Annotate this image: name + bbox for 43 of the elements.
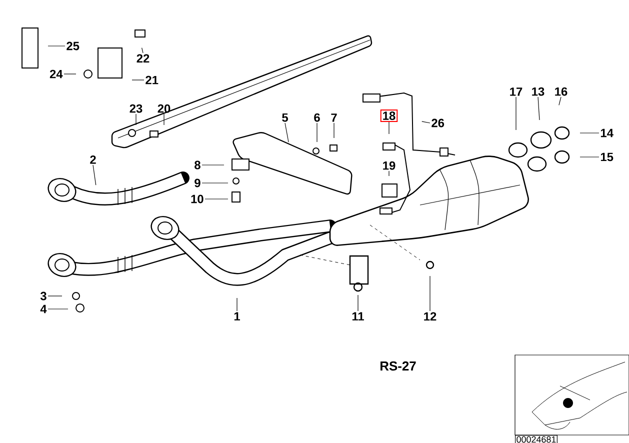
leader-line [202,182,228,184]
callout-number: 17 [510,88,522,96]
leader-line [538,96,540,120]
callout-number: 2 [90,155,96,164]
diagram-code: RS-27 [380,361,416,371]
leader-line [204,198,228,200]
leader-line [558,96,562,106]
leader-line [202,164,224,166]
callout-number: 9 [194,178,200,188]
callout-number: 1 [234,312,240,320]
callout-number: 26 [432,118,444,128]
leader-line [580,156,600,158]
callout-number: 25 [66,42,80,50]
leader-line [284,122,289,142]
leader-line [422,121,430,124]
leader-line [316,122,318,142]
callout-number: 4 [40,304,47,314]
callout-number: 10 [191,194,204,204]
callout-number: 21 [146,76,158,84]
leader-line [236,298,238,312]
leader-line [92,164,96,186]
callout-number: 5 [282,113,288,122]
callout-number: 8 [194,160,200,170]
callout-number: 13 [532,87,544,96]
leader-line [388,170,390,176]
callout-number: 16 [555,87,568,96]
callout-number: 15 [600,152,614,162]
callout-number: 11 [352,312,364,320]
callout-number: 22 [136,54,150,63]
callout-number: 12 [424,312,436,321]
callout-number: 7 [331,114,337,122]
callout-number: 3 [40,292,46,300]
callout-number: 19 [383,161,396,170]
leader-line [580,132,600,134]
leader-line [388,122,390,134]
leader-line [48,308,68,310]
callout-number: 6 [314,113,320,122]
drawing-number: 00024681 [515,434,558,443]
callout-number: 18 [380,110,398,122]
callout-number: 23 [130,104,142,113]
callout-number: 24 [50,70,63,78]
leader-line [142,48,144,54]
callout-number: 14 [600,128,614,138]
